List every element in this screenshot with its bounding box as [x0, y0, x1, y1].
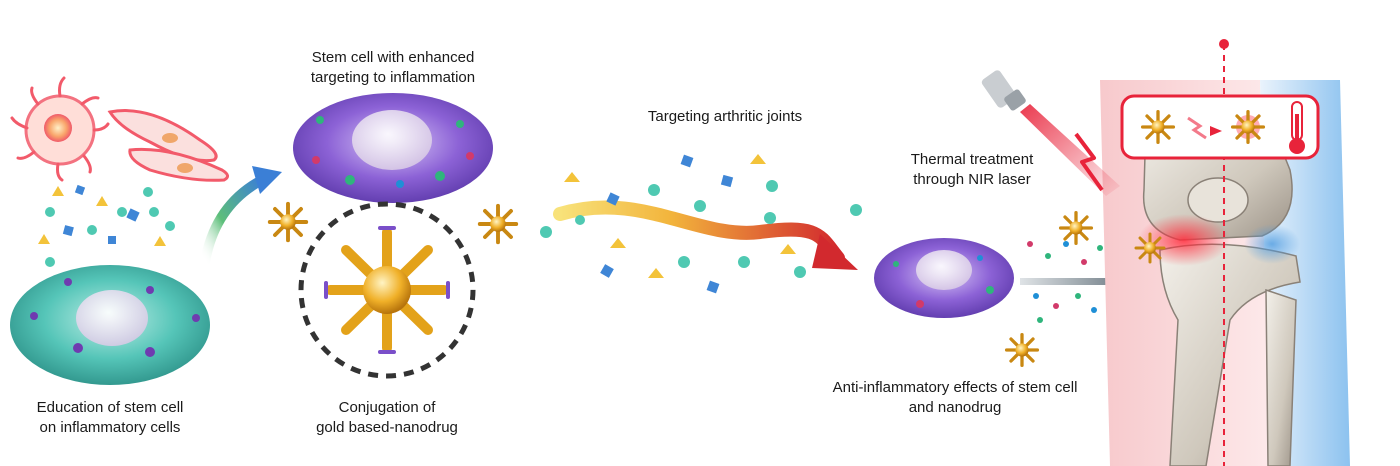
label-thermal-line2: through NIR laser	[913, 171, 1031, 188]
curved-arrow	[200, 175, 267, 267]
label-targeting-line1: Targeting arthritic joints	[647, 108, 803, 125]
fibroblast-icon	[107, 109, 229, 182]
label-conjugation-line2: gold based-nanodrug	[316, 419, 458, 436]
label-anti-inflammatory: Anti-inflammatory effects of stem cell a…	[820, 378, 1090, 418]
label-conjugation: Conjugation of gold based-nanodrug	[292, 398, 482, 438]
enhanced-stem-cell-purple	[293, 93, 493, 203]
gold-nanoparticle-icon	[267, 201, 309, 243]
gold-nanoparticle-icon	[1230, 109, 1266, 145]
gold-nanoparticle-icon	[477, 203, 519, 245]
lightning-icon	[1187, 116, 1207, 140]
molecule-cloud-2	[540, 154, 862, 294]
label-thermal: Thermal treatment through NIR laser	[892, 150, 1052, 190]
gold-nanoparticle-icon	[1004, 332, 1040, 368]
label-education: Education of stem cell on inflammatory c…	[20, 398, 200, 438]
thermometer-icon	[1289, 101, 1305, 154]
label-enhanced-line2: targeting to inflammation	[310, 69, 476, 86]
label-anti-line1: Anti-inflammatory effects of stem cell	[832, 379, 1078, 396]
inflammatory-cells	[10, 76, 229, 182]
label-education-line2: on inflammatory cells	[39, 419, 181, 436]
label-targeting: Targeting arthritic joints	[620, 107, 830, 127]
gold-nanoparticle-icon	[1058, 210, 1094, 246]
lightning-icon	[1074, 132, 1104, 192]
gold-nanoparticle-icon	[1140, 109, 1176, 145]
label-anti-line2: and nanodrug	[908, 399, 1002, 416]
released-molecules	[1027, 241, 1103, 323]
arrow-right-icon	[1210, 126, 1222, 136]
label-enhanced-targeting: Stem cell with enhanced targeting to inf…	[293, 48, 493, 88]
label-education-line1: Education of stem cell	[36, 399, 184, 416]
educated-stem-cell-teal	[10, 265, 210, 385]
label-thermal-line1: Thermal treatment	[910, 151, 1034, 168]
targeting-arrow	[553, 200, 858, 270]
nir-laser-icon	[981, 70, 1120, 196]
knee-joint-icon	[1100, 80, 1350, 466]
macrophage-icon	[10, 76, 110, 182]
label-conjugation-line1: Conjugation of	[338, 399, 436, 416]
nanodrug-conjugate-zoom	[298, 201, 476, 379]
laser-beam	[1020, 104, 1120, 196]
molecule-cloud-1	[38, 184, 175, 267]
targeted-stem-cell-purple	[874, 238, 1014, 318]
curved-arrow-head	[252, 166, 282, 194]
midline-dot	[1219, 39, 1229, 49]
thermal-callout	[1120, 94, 1320, 160]
label-enhanced-line1: Stem cell with enhanced	[311, 49, 475, 66]
